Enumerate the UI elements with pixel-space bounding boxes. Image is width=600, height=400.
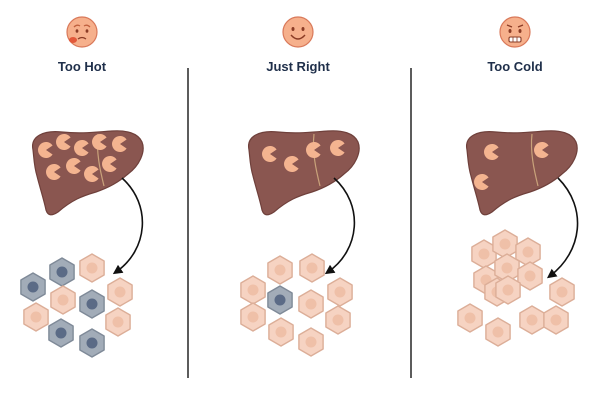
cell-nucleus bbox=[274, 264, 286, 276]
enzyme-pacman-icon bbox=[65, 158, 81, 174]
damaged-cell bbox=[79, 328, 105, 358]
healthy-cell bbox=[327, 277, 353, 307]
enzyme-pacman-icon bbox=[329, 140, 345, 156]
cell-nucleus bbox=[86, 262, 98, 274]
hot-face-icon bbox=[66, 16, 98, 48]
cell-nucleus bbox=[56, 266, 68, 278]
cell-nucleus bbox=[112, 316, 124, 328]
enzyme-pacman-icon bbox=[261, 146, 277, 162]
healthy-cell bbox=[50, 285, 76, 315]
cell-nucleus bbox=[114, 286, 126, 298]
cell-nucleus bbox=[556, 286, 568, 298]
cell-nucleus bbox=[306, 262, 318, 274]
enzyme-pacman-icon bbox=[83, 166, 99, 182]
cell-cluster-just-right bbox=[240, 253, 353, 357]
cell-nucleus bbox=[274, 294, 286, 306]
panel-too-hot: Too Hot bbox=[20, 16, 144, 358]
cell-nucleus bbox=[522, 246, 534, 258]
enzyme-pacman-icon bbox=[45, 164, 61, 180]
healthy-cell bbox=[517, 261, 543, 291]
healthy-cell bbox=[325, 305, 351, 335]
liver-ligament bbox=[530, 133, 539, 187]
panel-too-cold: Too Cold bbox=[457, 16, 579, 347]
cell-nucleus bbox=[526, 314, 538, 326]
enzyme-pacman-icon bbox=[73, 140, 89, 156]
enzyme-pacman-icon bbox=[111, 136, 127, 152]
enzyme-pacman-icon bbox=[283, 156, 299, 172]
enzyme-pacman-icon bbox=[101, 156, 117, 172]
arrow-just-right bbox=[324, 177, 356, 275]
cell-nucleus bbox=[501, 262, 513, 274]
cell-nucleus bbox=[247, 284, 259, 296]
cell-cluster-too-cold bbox=[457, 229, 575, 347]
healthy-cell bbox=[240, 275, 266, 305]
healthy-cell bbox=[105, 307, 131, 337]
cell-nucleus bbox=[550, 314, 562, 326]
cell-nucleus bbox=[55, 327, 67, 339]
cell-cluster-too-hot bbox=[20, 253, 133, 358]
damaged-cell bbox=[267, 285, 293, 315]
healthy-cell bbox=[543, 305, 569, 335]
healthy-cell bbox=[79, 253, 105, 283]
healthy-cell bbox=[549, 277, 575, 307]
cell-nucleus bbox=[275, 326, 287, 338]
healthy-cell bbox=[519, 305, 545, 335]
cell-nucleus bbox=[305, 336, 317, 348]
arrow-too-cold bbox=[546, 177, 579, 279]
cell-nucleus bbox=[305, 298, 317, 310]
healthy-cell bbox=[457, 303, 483, 333]
enzyme-pacman-icon bbox=[37, 142, 53, 158]
cell-nucleus bbox=[492, 326, 504, 338]
panel-title-just-right: Just Right bbox=[266, 59, 330, 74]
enzyme-pacman-icon bbox=[91, 134, 107, 150]
healthy-cell bbox=[299, 253, 325, 283]
panel-title-too-hot: Too Hot bbox=[58, 59, 107, 74]
healthy-cell bbox=[298, 327, 324, 357]
healthy-cell bbox=[298, 289, 324, 319]
healthy-cell bbox=[485, 317, 511, 347]
healthy-cell bbox=[23, 302, 49, 332]
cell-nucleus bbox=[502, 284, 514, 296]
damaged-cell bbox=[49, 257, 75, 287]
liver-ligament bbox=[312, 133, 321, 187]
liver-icon bbox=[466, 130, 578, 216]
enzyme-pacman-icon bbox=[305, 142, 321, 158]
cell-nucleus bbox=[524, 270, 536, 282]
cell-nucleus bbox=[86, 298, 98, 310]
cell-nucleus bbox=[478, 248, 490, 260]
liver-too-hot bbox=[32, 130, 144, 216]
enzyme-pacman-icon bbox=[473, 174, 489, 190]
cell-nucleus bbox=[30, 311, 42, 323]
cell-nucleus bbox=[464, 312, 476, 324]
smiley-face-icon bbox=[282, 16, 314, 48]
panel-title-too-cold: Too Cold bbox=[487, 59, 542, 74]
enzyme-pacman-icon bbox=[533, 142, 549, 158]
cell-nucleus bbox=[332, 314, 344, 326]
cell-nucleus bbox=[247, 311, 259, 323]
healthy-cell bbox=[492, 229, 518, 259]
enzyme-pacman-icon bbox=[55, 134, 71, 150]
panel-just-right: Just Right bbox=[240, 16, 360, 357]
cell-nucleus bbox=[334, 286, 346, 298]
damaged-cell bbox=[20, 272, 46, 302]
liver-too-cold bbox=[466, 130, 578, 216]
healthy-cell bbox=[268, 317, 294, 347]
liver-just-right bbox=[248, 130, 360, 216]
arrow-too-hot bbox=[112, 177, 144, 275]
cell-nucleus bbox=[57, 294, 69, 306]
enzyme-pacman-icon bbox=[483, 144, 499, 160]
cell-nucleus bbox=[499, 238, 511, 250]
damaged-cell bbox=[79, 289, 105, 319]
healthy-cell bbox=[240, 302, 266, 332]
cell-nucleus bbox=[27, 281, 39, 293]
damaged-cell bbox=[48, 318, 74, 348]
healthy-cell bbox=[107, 277, 133, 307]
cold-face-icon bbox=[499, 16, 531, 48]
healthy-cell bbox=[267, 255, 293, 285]
healthy-cell bbox=[495, 275, 521, 305]
cell-nucleus bbox=[86, 337, 98, 349]
